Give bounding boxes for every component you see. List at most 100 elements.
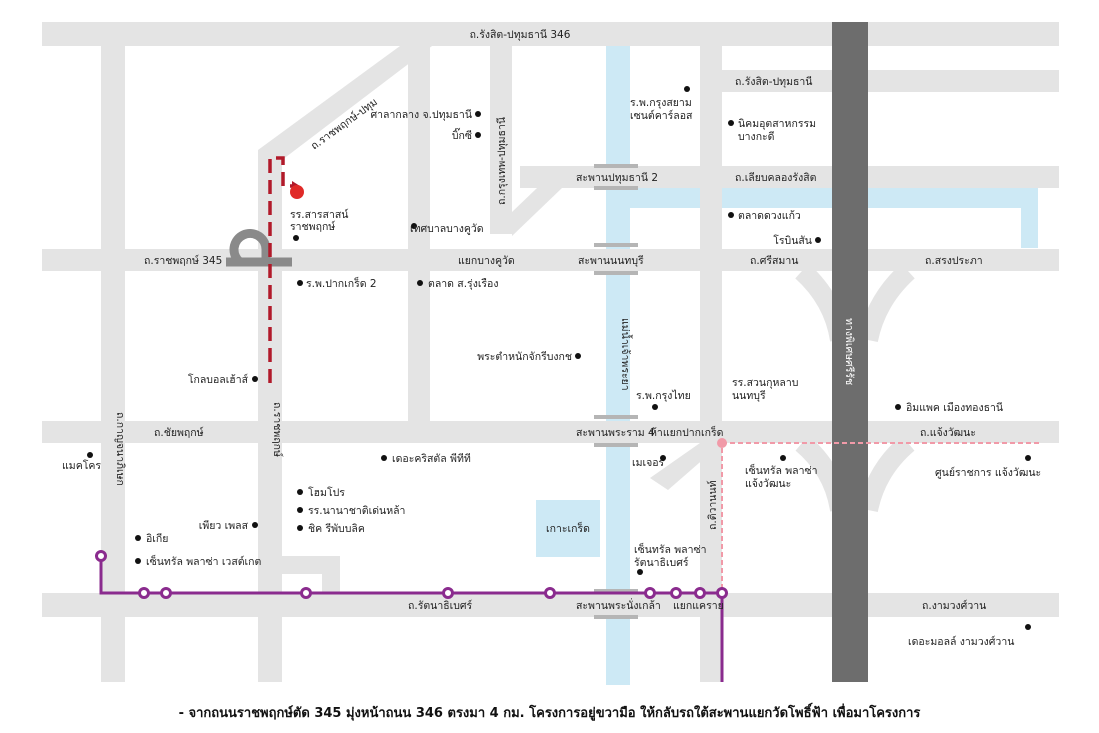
poi-dot [475, 111, 481, 117]
road-tiwanon [700, 46, 722, 682]
poi-dot [252, 376, 258, 382]
poi-nikhom-1: นิคมอุตสาหกรรม [738, 118, 816, 130]
label-rattanathibet: ถ.รัตนาธิเบศร์ [408, 599, 473, 612]
route-node [138, 587, 150, 599]
label-bridge-rama4: สะพานพระราม 4 [576, 427, 655, 439]
u-turn-loop [229, 229, 271, 266]
poi-robinson: โรบินสัน [773, 234, 812, 247]
road-inner [490, 22, 512, 234]
label-bangkok-pathum: ถ.กรุงเทพ-ปทุมธานี [495, 117, 508, 205]
label-song-prapha: ถ.สรงประภา [925, 255, 983, 267]
label-bridge-nonthaburi: สะพานนนทบุรี [578, 254, 644, 267]
poi-big-c: บิ๊กซี [452, 127, 472, 142]
poi-dot [297, 507, 303, 513]
poi-dot [684, 86, 690, 92]
poi-talad-rungrueang: ตลาด ส.รุ่งเรือง [428, 277, 498, 290]
bridge-marker [594, 415, 638, 419]
route-node [300, 587, 312, 599]
poi-dot [297, 280, 303, 286]
poi-dot [1025, 624, 1031, 630]
poi-impact: อิมแพค เมืองทองธานี [906, 401, 1003, 414]
label-ratchaphruek: ถ.ราชพฤกษ์ [271, 402, 284, 457]
label-junction-pak-kret: ห้าแยกปากเกร็ด [650, 425, 723, 439]
poi-dot [637, 569, 643, 575]
label-kanchanaphisek: ถ.กาญจนาภิเษก [114, 412, 126, 486]
island [536, 500, 600, 557]
poi-dot [815, 237, 821, 243]
project-location-marker[interactable] [290, 185, 304, 199]
poi-dot [252, 522, 258, 528]
poi-dot [135, 535, 141, 541]
route-node [95, 550, 107, 562]
bridge-marker [594, 243, 638, 247]
bridge-marker [594, 271, 638, 275]
route-map: ถ.รังสิต-ปทุมธานี 346 ถ.รังสิต-ปทุมธานี … [42, 22, 1059, 685]
poi-nikhom-2: บางกะดี [738, 130, 775, 143]
poi-krungsiam-1: ร.พ.กรุงสยาม [630, 97, 692, 109]
route-node [644, 587, 656, 599]
poi-major: เมเจอร์ [632, 456, 665, 469]
poi-makro: แมคโคร [62, 459, 101, 472]
label-river: แม่น้ำเจ้าพระยา [619, 318, 633, 391]
poi-dot [660, 455, 666, 461]
poi-nanachat-school: รร.นานาชาติเด่นหล้า [308, 505, 405, 517]
poi-sarasas-1: รร.สารสาสน์ [290, 208, 349, 221]
bridge-marker [594, 164, 638, 168]
road-ratchaphruek-pathum [258, 46, 432, 160]
road-rangsit-pathum [722, 70, 1059, 92]
poi-dot [728, 212, 734, 218]
bridge-marker [594, 589, 638, 593]
road-rangsit-pathum-346 [42, 22, 1059, 46]
poi-dot [135, 558, 141, 564]
route-node [544, 587, 556, 599]
poi-dot [411, 223, 417, 229]
canal-right [1021, 188, 1038, 248]
road-ratchaphruek-345 [42, 249, 1059, 271]
poi-homepro: โฮมโปร [308, 486, 345, 499]
label-bridge-nangklao: สะพานพระนั่งเกล้า [576, 598, 661, 612]
bridge-marker [594, 615, 638, 619]
poi-dot [728, 120, 734, 126]
poi-dot [895, 404, 901, 410]
poi-provincial-hall: ศาลากลาง จ.ปทุมธานี [370, 108, 472, 121]
canal [606, 188, 1038, 208]
poi-dot [381, 455, 387, 461]
label-expressway: ทางพิเศษศรีรัช [843, 318, 856, 385]
label-sri-saman: ถ.ศรีสมาน [750, 254, 798, 267]
poi-the-mall: เดอะมอลล์ งามวงศ์วาน [908, 635, 1014, 648]
poi-dot [780, 455, 786, 461]
route-node [716, 587, 728, 599]
pink-node [717, 438, 727, 448]
road-kanchanaphisek [101, 22, 125, 682]
poi-talad-duangkaew: ตลาดดวงแก้ว [738, 210, 801, 222]
purple-nodes [95, 550, 728, 599]
poi-dot [417, 280, 423, 286]
route-node [160, 587, 172, 599]
road-pak-kret-diagonal [650, 443, 722, 490]
poi-global-house: โกลบอลเฮ้าส์ [188, 373, 249, 386]
poi-palace: พระตำหนักจักรีบงกช [477, 350, 572, 363]
label-rangsit-pathum: ถ.รังสิต-ปทุมธานี [735, 75, 812, 88]
bridge-marker [594, 186, 638, 190]
label-tiwanon: ถ.ติวานนท์ [706, 480, 719, 530]
poi-dot [297, 525, 303, 531]
road-bang-khu-wat-diagonal [512, 166, 562, 236]
route-red [268, 156, 292, 383]
poi-sarasas-2: ราชพฤกษ์ [290, 220, 335, 233]
poi-dot [652, 404, 658, 410]
road-bangkok-pathum [408, 22, 430, 422]
poi-chic-republic: ชิค รีพับบลิค [308, 522, 365, 535]
label-rangsit-pathum-346: ถ.รังสิต-ปทุมธานี 346 [470, 28, 571, 41]
label-junction-bang-khu-wat: แยกบางคูวัด [458, 255, 515, 267]
poi-suankularb-1: รร.สวนกุหลาบ [732, 377, 798, 389]
poi-hosp-krungthai: ร.พ.กรุงไทย [636, 389, 691, 402]
poi-dot [575, 353, 581, 359]
route-pink [721, 442, 1040, 598]
expressway-si-rat [832, 22, 868, 682]
poi-crystal-ptt: เดอะคริสตัล พีทีที [392, 452, 471, 465]
poi-dot [1025, 455, 1031, 461]
poi-suankularb-2: นนทบุรี [732, 389, 766, 402]
label-junction-khae-rai: แยกแคราย [673, 600, 724, 612]
poi-ikea: อิเกีย [146, 532, 168, 545]
label-ratchaphruek-345: ถ.ราชพฤกษ์ 345 [144, 254, 222, 267]
